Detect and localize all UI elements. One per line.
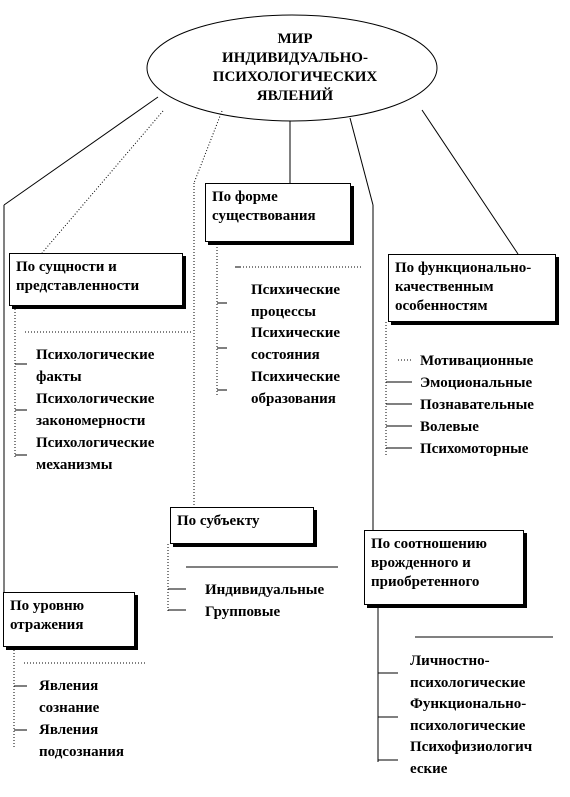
- category-essence-box: По сущности и представленности: [9, 253, 183, 306]
- item-ticks: [14, 266, 553, 762]
- level-items: Явления сознание Явления подсознания: [39, 675, 124, 763]
- list-item: Мотивационные: [420, 353, 534, 369]
- category-functional-label: По функционально-качественным особенност…: [395, 260, 532, 314]
- list-item: Психические: [251, 325, 341, 342]
- list-item: Психические: [251, 368, 341, 385]
- functional-items: Мотивационные Эмоциональные Познавательн…: [420, 350, 534, 460]
- list-item: Психологические: [36, 390, 155, 407]
- list-item: механизмы: [36, 456, 113, 473]
- list-item: Психомоторные: [420, 441, 529, 457]
- category-functional-box: По функционально-качественным особенност…: [388, 254, 556, 322]
- category-subject-label: По субъекту: [177, 513, 260, 529]
- list-item: процессы: [251, 303, 316, 320]
- list-item: факты: [36, 368, 82, 385]
- list-item: психологические: [410, 717, 526, 734]
- list-item: Личностно-: [410, 653, 490, 669]
- list-item: Волевые: [420, 419, 479, 435]
- list-item: еские: [410, 760, 448, 777]
- list-item: образования: [251, 390, 336, 407]
- list-item: Эмоциональные: [420, 375, 533, 391]
- category-origin-label: По соотношению врожденного и приобретенн…: [371, 536, 487, 590]
- list-item: Групповые: [205, 604, 281, 620]
- category-form-label: По форме существования: [212, 189, 316, 224]
- list-item: Психологические: [36, 347, 155, 363]
- root-title: МИР ИНДИВИДУАЛЬНО- ПСИХОЛОГИЧЕСКИХ ЯВЛЕН…: [212, 31, 378, 104]
- solid-connectors: [3, 96, 519, 592]
- list-item: Индивидуальные: [205, 582, 325, 598]
- list-item: Познавательные: [420, 397, 534, 413]
- category-origin-box: По соотношению врожденного и приобретенн…: [364, 530, 524, 605]
- list-item: Психологические: [36, 434, 155, 451]
- list-item: психологические: [410, 674, 526, 691]
- origin-items: Личностно- психологические Функционально…: [410, 651, 532, 781]
- form-items: Психические процессы Психические состоян…: [251, 280, 340, 410]
- list-item: Психофизиологич: [410, 739, 533, 756]
- root-ellipse: [146, 14, 438, 122]
- list-item: сознание: [39, 700, 100, 716]
- category-level-label: По уровню отражения: [10, 598, 85, 633]
- list-item: состояния: [251, 347, 320, 364]
- list-item: закономерности: [36, 412, 146, 429]
- list-item: Явления: [39, 678, 99, 694]
- category-subject-box: По субъекту: [170, 507, 314, 544]
- category-form-box: По форме существования: [205, 183, 351, 242]
- subject-items: Индивидуальные Групповые: [205, 579, 324, 623]
- dotted-connectors: [13, 110, 412, 749]
- list-item: подсознания: [39, 744, 125, 760]
- list-item: Психические: [251, 282, 341, 298]
- list-item: Функционально-: [410, 696, 527, 713]
- category-essence-label: По сущности и представленности: [16, 259, 140, 294]
- category-level-box: По уровню отражения: [3, 592, 135, 647]
- essence-items: Психологические факты Психологические за…: [36, 345, 154, 476]
- list-item: Явления: [39, 722, 99, 738]
